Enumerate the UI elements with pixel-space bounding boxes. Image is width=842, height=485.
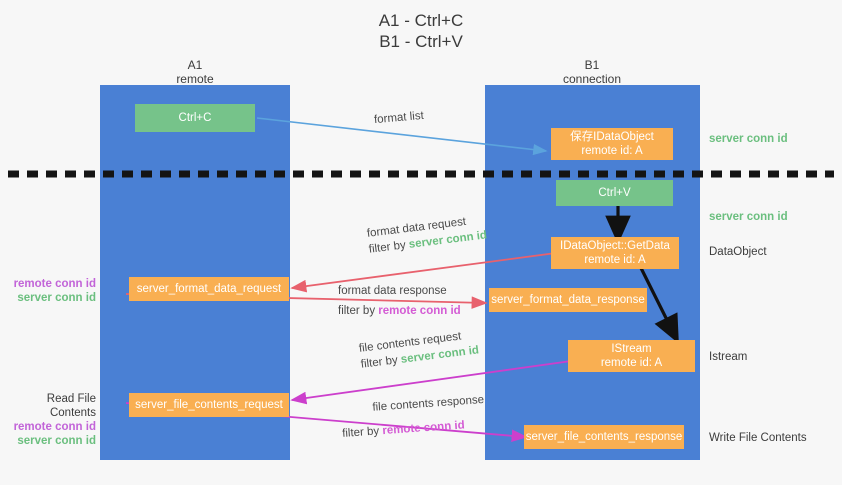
- label-format-data-response: format data response filter by remote co…: [338, 283, 461, 319]
- node-server-format-data-response-label: server_format_data_response: [491, 294, 645, 306]
- node-server-file-contents-response-label: server_file_contents_response: [525, 431, 683, 443]
- node-ctrl-v-label: Ctrl+V: [598, 187, 631, 199]
- left-label-group-format: remote conn id server conn id: [0, 277, 96, 305]
- node-istream-label: IStream: [611, 343, 652, 355]
- node-idataobject-getdata[interactable]: IDataObject::GetData remote id: A: [551, 237, 679, 269]
- node-server-format-data-response[interactable]: server_format_data_response: [489, 288, 647, 312]
- right-label-istream: Istream: [709, 351, 748, 363]
- node-idataobject-getdata-label: IDataObject::GetData: [560, 240, 670, 252]
- right-label-write-file-contents: Write File Contents: [709, 432, 807, 444]
- node-save-idataobject-sublabel: remote id: A: [581, 145, 643, 157]
- node-save-idataobject-label: 保存IDataObject: [570, 131, 654, 143]
- filter-prefix: filter by: [338, 305, 379, 317]
- label-format-data-request: format data request filter by server con…: [366, 212, 488, 258]
- left-label-read-file-contents: Read File Contents: [46, 393, 96, 419]
- label-format-list: format list: [373, 108, 425, 128]
- lane-b1-title: B1 connection: [562, 58, 622, 86]
- filter-value-remote-conn-id: remote conn id: [378, 305, 461, 317]
- node-server-file-contents-request[interactable]: server_file_contents_request: [129, 393, 289, 417]
- label-format-list-text: format list: [373, 109, 425, 127]
- right-label-server-conn-id-top: server conn id: [709, 133, 788, 145]
- filter-value-remote-conn-id: remote conn id: [381, 419, 466, 438]
- right-label-dataobject: DataObject: [709, 246, 767, 258]
- node-server-format-data-request-label: server_format_data_request: [136, 283, 282, 295]
- left-label-server-conn-id-2: server conn id: [17, 435, 96, 447]
- left-label-remote-conn-id-2: remote conn id: [13, 421, 96, 433]
- left-label-remote-conn-id-1: remote conn id: [13, 278, 96, 290]
- right-label-server-conn-id-second: server conn id: [709, 211, 788, 223]
- filter-prefix: filter by: [341, 425, 383, 440]
- node-server-file-contents-response[interactable]: server_file_contents_response: [524, 425, 684, 449]
- label-format-data-response-text: format data response: [338, 285, 447, 297]
- page-title: A1 - Ctrl+C B1 - Ctrl+V: [378, 11, 464, 51]
- node-save-idataobject[interactable]: 保存IDataObject remote id: A: [551, 128, 673, 160]
- node-istream-sublabel: remote id: A: [600, 357, 663, 369]
- node-ctrl-c[interactable]: Ctrl+C: [135, 104, 255, 132]
- label-file-contents-request: file contents request filter by server c…: [358, 327, 480, 373]
- label-file-contents-response-text: file contents response: [372, 393, 485, 414]
- node-server-format-data-request[interactable]: server_format_data_request: [129, 277, 289, 301]
- label-file-contents-response-filter: filter by remote conn id: [342, 416, 487, 442]
- node-idataobject-getdata-sublabel: remote id: A: [584, 254, 646, 266]
- node-ctrl-v[interactable]: Ctrl+V: [556, 180, 673, 206]
- label-file-contents-response: file contents response filter by remote …: [340, 392, 486, 442]
- node-server-file-contents-request-label: server_file_contents_request: [135, 399, 283, 411]
- node-ctrl-c-label: Ctrl+C: [178, 112, 212, 124]
- node-istream[interactable]: IStream remote id: A: [568, 340, 695, 372]
- label-format-data-response-filter: filter by remote conn id: [338, 303, 461, 319]
- filter-prefix: filter by: [360, 353, 402, 371]
- lane-a1-title: A1 remote: [176, 58, 214, 86]
- filter-prefix: filter by: [368, 238, 410, 256]
- left-label-server-conn-id-1: server conn id: [17, 292, 96, 304]
- left-label-group-file: Read File Contents remote conn id server…: [0, 392, 96, 448]
